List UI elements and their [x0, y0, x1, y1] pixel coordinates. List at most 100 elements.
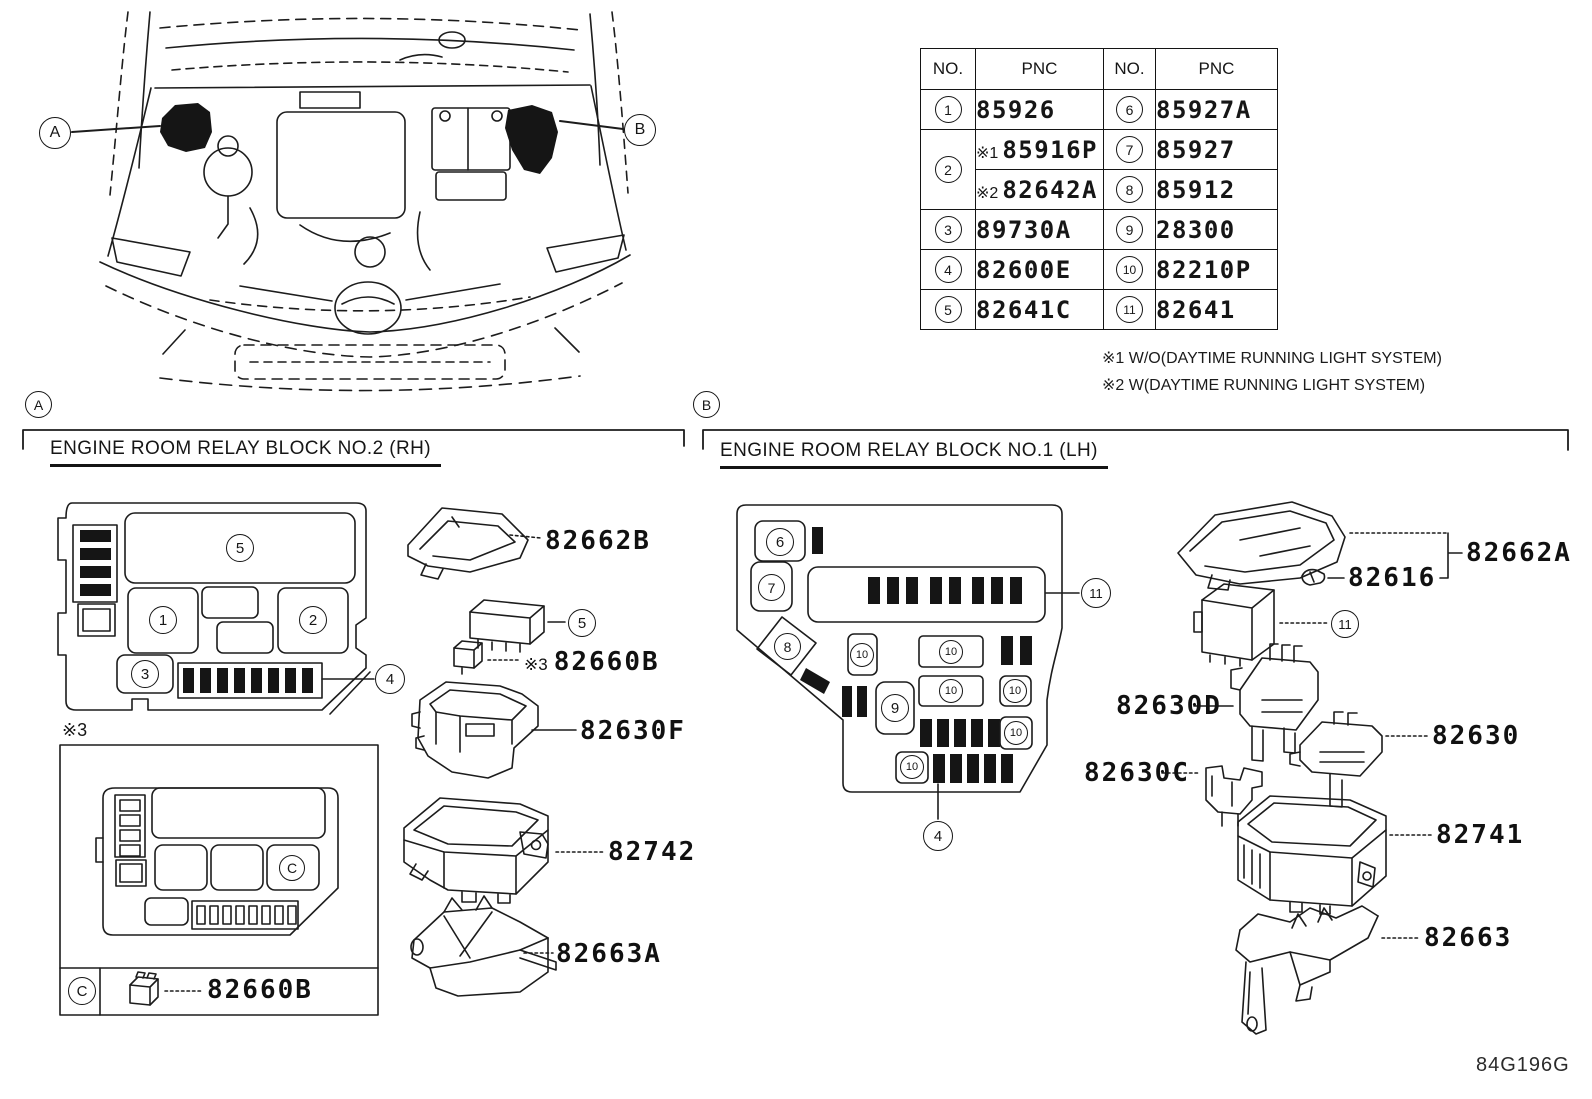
- block-b-num-10: 10: [939, 679, 963, 703]
- note-line-1: ※1 W/O(DAYTIME RUNNING LIGHT SYSTEM): [1102, 350, 1442, 367]
- leader-a: [72, 126, 160, 132]
- part-82663a-sketch: [411, 896, 556, 996]
- legend-letter-c: C: [68, 977, 96, 1005]
- block-b-num-8: 8: [774, 633, 801, 660]
- label-82630c: 82630C: [1084, 758, 1190, 788]
- label-82663a: 82663A: [556, 939, 662, 969]
- row-num-circle: 4: [934, 256, 962, 283]
- col-pnc-right: PNC: [1155, 48, 1278, 90]
- part-82630c-sketch: [1162, 766, 1262, 826]
- part-ecu11-sketch: [1194, 584, 1328, 666]
- part-82660b-small-sketch: [454, 641, 520, 674]
- section-a-title: ENGINE ROOM RELAY BLOCK NO.2 (RH): [50, 438, 441, 467]
- row-num-circle: 9: [1116, 216, 1143, 243]
- block-b-num-10: 10: [900, 755, 924, 779]
- block-a-num-1: 1: [149, 606, 177, 634]
- label-82630d: 82630D: [1116, 691, 1222, 721]
- relay-block-no1-topview: [737, 505, 1079, 819]
- section-a-callout: A: [25, 391, 52, 418]
- pnc-value: 82210P: [1155, 249, 1278, 290]
- block-b-num-6: 6: [766, 528, 794, 556]
- block-a-letter-c: C: [279, 855, 305, 881]
- pnc-value: 82641: [1155, 289, 1278, 330]
- table-row: 4 82600E 10 82210P: [920, 249, 1278, 290]
- part-82741-sketch: [1238, 796, 1432, 914]
- block-b-num-9: 9: [881, 694, 909, 722]
- part-82630-sketch: [1290, 712, 1428, 807]
- table-row: 5 82641C 11 82641: [920, 289, 1278, 330]
- block-a-num-5: 5: [226, 534, 254, 562]
- relay-icon: [130, 972, 158, 1005]
- pnc-value: 85927: [1155, 129, 1278, 170]
- block-b-num-10: 10: [939, 640, 963, 664]
- block-b-callout-11: 11: [1081, 578, 1111, 608]
- part-82630f-sketch: [412, 682, 576, 778]
- pnc-value: 28300: [1155, 209, 1278, 250]
- label-82630f: 82630F: [580, 716, 686, 746]
- part-82630d-sketch: [1194, 644, 1318, 761]
- diagram-code: 84G196G: [1476, 1054, 1570, 1076]
- daytime-running-light-notes: ※1 W/O(DAYTIME RUNNING LIGHT SYSTEM) ※2 …: [1102, 345, 1442, 399]
- car-front-sketch: [72, 12, 630, 391]
- row-num-circle: 1: [934, 96, 962, 123]
- note-line-2: ※2 W(DAYTIME RUNNING LIGHT SYSTEM): [1102, 377, 1426, 394]
- label-82662a: 82662A: [1466, 538, 1572, 568]
- block-a-callout-4: 4: [375, 664, 405, 694]
- part-82742-sketch: [404, 798, 604, 903]
- pnc-value: 85912: [1155, 169, 1278, 210]
- row-num-circle: 3: [934, 216, 962, 243]
- star1-prefix: ※1: [976, 144, 999, 162]
- row-num-circle: 7: [1116, 136, 1143, 163]
- section-b-title: ENGINE ROOM RELAY BLOCK NO.1 (LH): [720, 440, 1108, 469]
- label-82660b-text: 82660B: [553, 647, 660, 677]
- ecu-box: [432, 108, 510, 170]
- block-b-callout-4: 4: [923, 821, 953, 851]
- section-b-callout: B: [693, 391, 720, 418]
- part-82663-sketch: [1236, 906, 1420, 1034]
- variant-box-star3: [60, 745, 378, 1015]
- headlight-right: [547, 235, 624, 272]
- pnc-value: 85926: [975, 89, 1104, 130]
- row-num-circle: 6: [1116, 96, 1143, 123]
- headlight-left: [112, 238, 190, 276]
- label-82616: 82616: [1348, 563, 1437, 593]
- table-row: 1 85926 6 85927A: [920, 89, 1278, 130]
- toyota-emblem: [335, 282, 401, 334]
- part-relay5-callout: 5: [568, 609, 596, 637]
- pnc-text: 82642A: [1002, 175, 1099, 204]
- star2-prefix: ※2: [976, 184, 999, 202]
- label-82630: 82630: [1432, 721, 1521, 751]
- leader-b: [560, 121, 623, 129]
- block-b-num-10: 10: [850, 643, 874, 667]
- block-a-num-2: 2: [299, 606, 327, 634]
- variant-box-star3-label: ※3: [62, 720, 88, 740]
- block-a-num-3: 3: [131, 660, 159, 688]
- pnc-value: 82600E: [975, 249, 1104, 290]
- table-row: 3 89730A 9 28300: [920, 209, 1278, 250]
- row-num-circle: 5: [934, 296, 962, 323]
- relay-block-no2-topview: [58, 503, 374, 714]
- row-num-circle: 8: [1116, 176, 1143, 203]
- part-82662b-sketch: [408, 508, 541, 579]
- col-no-left: NO.: [920, 48, 976, 90]
- block-b-num-10: 10: [1004, 721, 1028, 745]
- label-82660b-legend: 82660B: [207, 975, 313, 1005]
- block-b-num-7: 7: [758, 574, 785, 601]
- pnc-value: 82641C: [975, 289, 1104, 330]
- part-82616-sketch: [1302, 570, 1344, 585]
- table-header-row: NO. PNC NO. PNC: [920, 48, 1278, 90]
- car-callout-b: B: [624, 114, 656, 146]
- car-callout-a: A: [39, 117, 71, 149]
- label-82663: 82663: [1424, 923, 1513, 953]
- relay-block-b-location: [505, 105, 558, 174]
- engine-cover: [277, 112, 405, 218]
- label-82742: 82742: [608, 837, 697, 867]
- pnc-value: 85927A: [1155, 89, 1278, 130]
